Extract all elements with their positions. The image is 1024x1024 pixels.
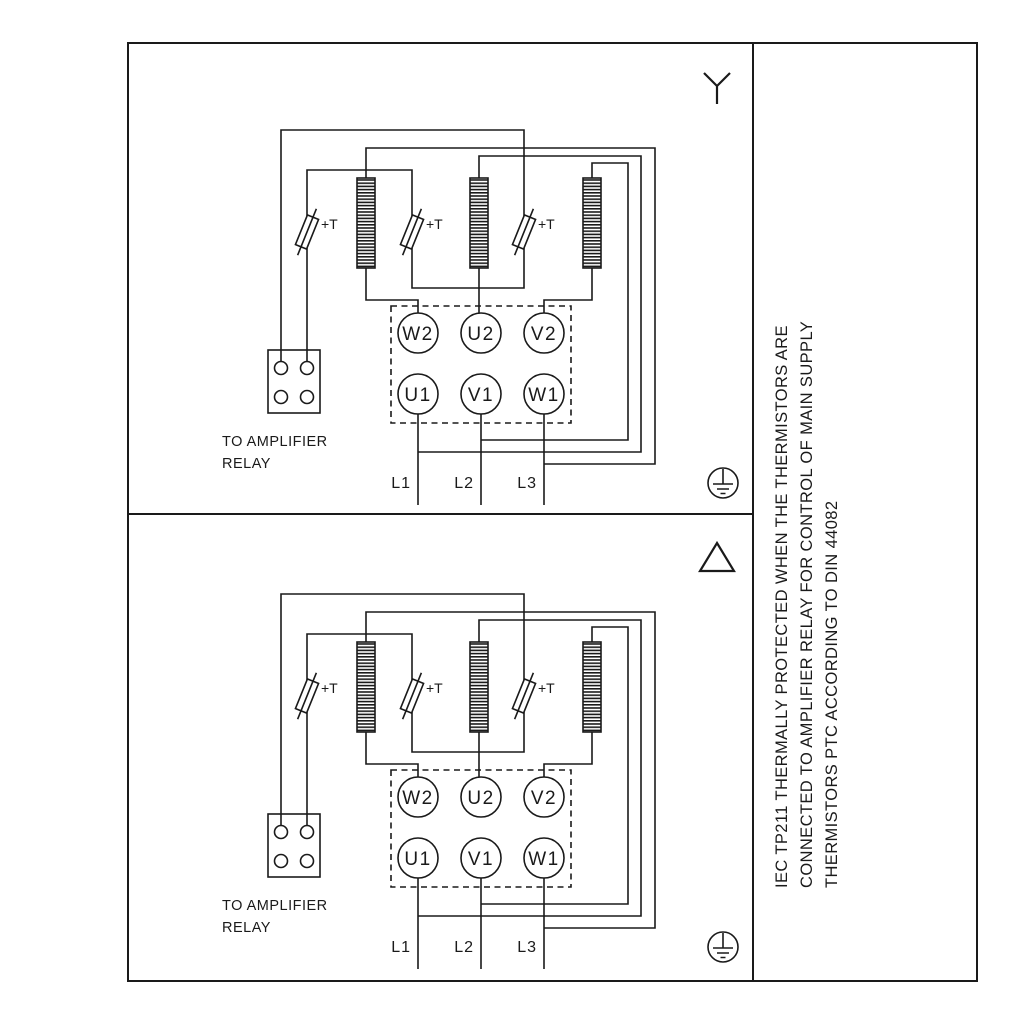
terminal-label-u1: U1 [404,385,431,406]
terminal-label-w2: W2 [402,788,434,809]
terminal-label-w2: W2 [402,324,434,345]
thermistor-label: +T [426,680,443,696]
relay-note-line1: TO AMPLIFIER [222,434,328,450]
supply-label-l3: L3 [517,475,537,492]
star-panel-wiring [267,129,739,506]
terminal-label-w1: W1 [528,385,560,406]
terminal-label-v1: V1 [468,849,494,870]
terminal-label-v2: V2 [531,788,557,809]
relay-note-line2: RELAY [222,920,271,936]
thermistor-label: +T [426,216,443,232]
supply-label-l1: L1 [391,475,411,492]
side-note-line3: THERMISTORS PTC ACCORDING TO DIN 44082 [823,501,841,888]
side-note-line2: CONNECTED TO AMPLIFIER RELAY FOR CONTROL… [798,321,816,888]
side-note-line1: IEC TP211 THERMALLY PROTECTED WHEN THE T… [773,325,791,888]
thermistor-label: +T [538,680,555,696]
thermistor-label: +T [321,216,338,232]
terminal-label-u2: U2 [467,788,494,809]
terminal-label-u1: U1 [404,849,431,870]
relay-note-line2: RELAY [222,456,271,472]
side-note: IEC TP211 THERMALLY PROTECTED WHEN THE T… [773,321,841,888]
delta-connection-icon [698,540,736,573]
relay-note-line1: TO AMPLIFIER [222,898,328,914]
panel-delta: W2 U2 V2 U1 V1 W1 +T +T +T L1 L2 L3 TO A… [222,540,739,970]
panel-star: W2 U2 V2 U1 V1 W1 +T +T +T L1 L2 L3 TO A… [222,72,739,506]
terminal-label-v2: V2 [531,324,557,345]
delta-panel-wiring [267,593,739,970]
diagram-frame [127,42,978,982]
terminal-label-w1: W1 [528,849,560,870]
supply-label-l1: L1 [391,939,411,956]
terminal-label-v1: V1 [468,385,494,406]
supply-label-l2: L2 [454,475,474,492]
thermistor-label: +T [538,216,555,232]
terminal-label-u2: U2 [467,324,494,345]
thermistor-label: +T [321,680,338,696]
supply-label-l3: L3 [517,939,537,956]
star-connection-icon [703,72,731,104]
frame-dividers [128,43,754,981]
supply-label-l2: L2 [454,939,474,956]
